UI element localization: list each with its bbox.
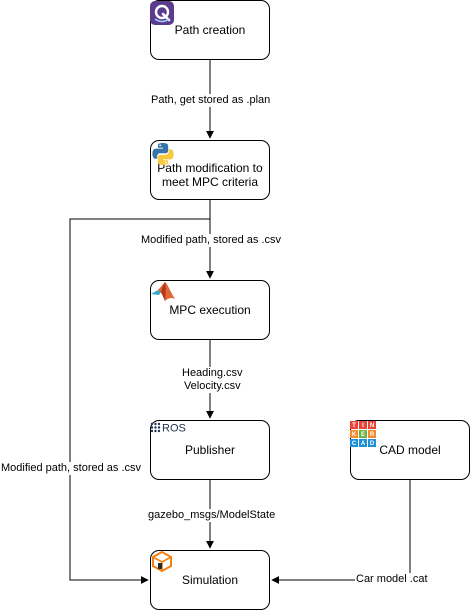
edge-plan-label: Path, get stored as .plan — [150, 94, 272, 107]
svg-text:K: K — [352, 432, 357, 438]
edge-heading-velocity-label: Heading.csv Velocity.csv — [181, 367, 244, 393]
node-path-creation-label: Path creation — [174, 23, 246, 37]
qgroundcontrol-logo-icon — [150, 1, 174, 25]
svg-text:R: R — [370, 432, 375, 438]
edge-car-model-label: Car model .cat — [355, 573, 429, 586]
gazebo-logo-icon — [152, 551, 172, 573]
node-cad-model-label: CAD model — [379, 443, 441, 457]
svg-text:I: I — [362, 423, 364, 429]
svg-text:N: N — [370, 423, 374, 429]
svg-text:D: D — [370, 441, 375, 447]
node-mpc-execution-label: MPC execution — [169, 303, 251, 317]
svg-text:T: T — [352, 423, 356, 429]
node-publisher[interactable]: Publisher — [150, 420, 270, 480]
ros-logo-icon: ROS — [150, 423, 186, 434]
python-logo-icon — [152, 143, 174, 165]
edge-csv-side-label: Modified path, stored as .csv — [0, 462, 143, 475]
edge-csv-side-line — [69, 218, 210, 584]
edge-car-model-line — [271, 480, 411, 584]
node-path-modification-label: Path modification to meet MPC criteria — [157, 161, 263, 189]
node-publisher-label: Publisher — [184, 443, 236, 457]
svg-text:C: C — [352, 441, 357, 447]
node-mpc-execution[interactable]: MPC execution — [150, 280, 270, 340]
edge-csv-main-label: Modified path, stored as .csv — [140, 234, 283, 247]
svg-text:E: E — [361, 432, 365, 438]
edge-model-state-label: gazebo_msgs/ModelState — [147, 509, 277, 522]
svg-text:A: A — [361, 441, 366, 447]
svg-text:ROS: ROS — [162, 423, 186, 434]
matlab-logo-icon — [151, 282, 175, 301]
node-simulation-label: Simulation — [181, 573, 239, 587]
